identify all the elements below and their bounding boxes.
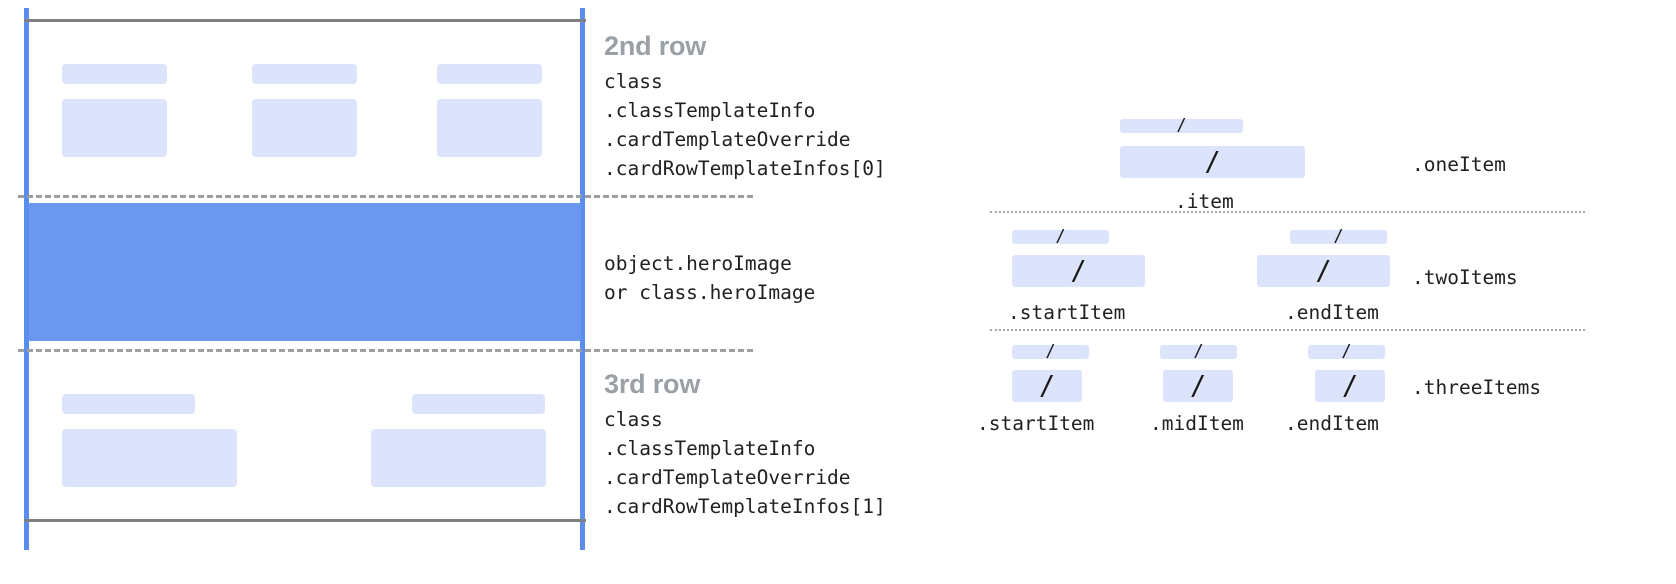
slash-glyph-icon: / xyxy=(1038,370,1056,402)
three-items-mid-small-slot: / xyxy=(1160,341,1237,362)
third-row-annotation: 3rd row class .classTemplateInfo .cardTe… xyxy=(604,369,886,521)
card-mock-panel xyxy=(0,0,753,584)
slash-glyph-icon: / xyxy=(1315,255,1332,287)
two-items-group-label: .twoItems xyxy=(1412,266,1518,289)
three-items-start-small-slot: / xyxy=(1012,341,1089,362)
three-items-end-small-slot: / xyxy=(1308,341,1385,362)
slash-glyph-icon: / xyxy=(1204,146,1221,178)
second-row-annotation: 2nd row class .classTemplateInfo .cardTe… xyxy=(604,31,886,183)
three-items-end-label: .endItem xyxy=(1285,412,1379,435)
third-row-col2-body-placeholder xyxy=(371,429,546,487)
three-items-mid-large-bar: / xyxy=(1163,370,1233,402)
three-items-start-large-bar: / xyxy=(1012,370,1082,402)
two-items-end-small-bar: / xyxy=(1290,226,1387,247)
three-items-start-small-bar: / xyxy=(1012,341,1089,362)
second-row-code-path: class .classTemplateInfo .cardTemplateOv… xyxy=(604,70,886,181)
third-row-heading: 3rd row xyxy=(604,369,701,399)
three-items-end-small-bar: / xyxy=(1308,341,1385,362)
card-left-edge-guide xyxy=(24,8,29,550)
one-item-slot: / xyxy=(1120,115,1243,136)
three-items-mid-large-slot: / xyxy=(1163,370,1233,402)
slash-glyph-icon: / xyxy=(1333,226,1344,247)
slash-glyph-icon: / xyxy=(1045,341,1056,362)
one-item-label: .item xyxy=(1175,190,1234,213)
slash-glyph-icon: / xyxy=(1176,115,1187,136)
row-separator-lower xyxy=(18,349,753,352)
two-items-end-label: .endItem xyxy=(1285,301,1379,324)
second-row-col3-body-placeholder xyxy=(437,99,542,157)
third-row-col2-title-placeholder xyxy=(412,394,545,414)
item-layout-panel: / / .item .oneItem / / .startItem / xyxy=(960,0,1676,584)
third-row-col1-title-placeholder xyxy=(62,394,195,414)
third-row-col1-body-placeholder xyxy=(62,429,237,487)
card-right-edge-guide xyxy=(580,8,585,550)
three-items-end-large-bar: / xyxy=(1315,370,1385,402)
two-items-start-large-bar: / xyxy=(1012,255,1145,287)
second-row-col1-body-placeholder xyxy=(62,99,167,157)
three-items-start-large-slot: / xyxy=(1012,370,1082,402)
card-bottom-rule xyxy=(24,519,586,522)
slash-glyph-icon: / xyxy=(1193,341,1204,362)
second-row-col1-title-placeholder xyxy=(62,64,167,84)
one-item-group-label: .oneItem xyxy=(1412,153,1506,176)
two-items-start-small-slot: / xyxy=(1012,226,1109,247)
two-items-start-label: .startItem xyxy=(1008,301,1126,324)
third-row-code-path: class .classTemplateInfo .cardTemplateOv… xyxy=(604,408,886,519)
three-items-mid-label: .midItem xyxy=(1150,412,1244,435)
slash-glyph-icon: / xyxy=(1189,370,1207,402)
two-items-start-small-bar: / xyxy=(1012,226,1109,247)
slash-glyph-icon: / xyxy=(1341,370,1359,402)
two-items-end-large-bar: / xyxy=(1257,255,1390,287)
second-row-heading: 2nd row xyxy=(604,31,707,61)
three-items-end-large-slot: / xyxy=(1315,370,1385,402)
one-item-section-separator xyxy=(990,211,1585,213)
one-item-large-bar: / xyxy=(1120,146,1305,178)
slash-glyph-icon: / xyxy=(1341,341,1352,362)
card-top-rule xyxy=(24,19,586,22)
one-item-small-bar: / xyxy=(1120,115,1243,136)
slash-glyph-icon: / xyxy=(1070,255,1087,287)
row-separator-upper xyxy=(18,195,753,198)
one-item-large-slot: / xyxy=(1120,146,1305,178)
hero-image-annotation: object.heroImage or class.heroImage xyxy=(604,249,815,307)
second-row-col3-title-placeholder xyxy=(437,64,542,84)
slash-glyph-icon: / xyxy=(1055,226,1066,247)
two-items-section-separator xyxy=(990,329,1585,331)
two-items-start-large-slot: / xyxy=(1012,255,1145,287)
hero-image-band xyxy=(29,203,581,341)
three-items-group-label: .threeItems xyxy=(1412,376,1542,399)
hero-image-code-path: object.heroImage or class.heroImage xyxy=(604,252,816,304)
second-row-col2-title-placeholder xyxy=(252,64,357,84)
second-row-col2-body-placeholder xyxy=(252,99,357,157)
three-items-mid-small-bar: / xyxy=(1160,341,1237,362)
two-items-end-small-slot: / xyxy=(1290,226,1387,247)
three-items-start-label: .startItem xyxy=(977,412,1095,435)
two-items-end-large-slot: / xyxy=(1257,255,1390,287)
